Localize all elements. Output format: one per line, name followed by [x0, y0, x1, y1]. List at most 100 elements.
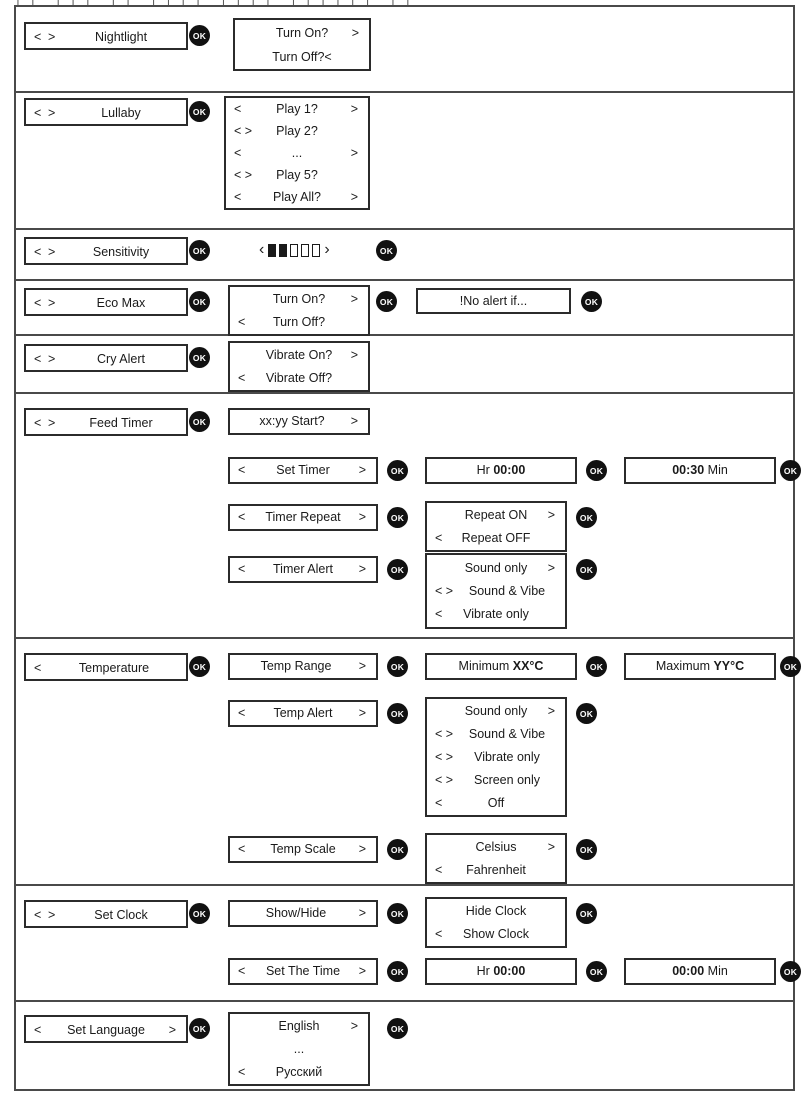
next-arrow[interactable]: >	[351, 25, 359, 40]
next-arrow[interactable]: >	[547, 839, 555, 854]
prev-arrow[interactable]: <	[238, 706, 246, 720]
ok-button[interactable]: OK	[387, 507, 408, 528]
next-arrow[interactable]: >	[547, 507, 555, 522]
option-row[interactable]: Turn On? >	[230, 288, 368, 311]
ok-button[interactable]: OK	[780, 460, 801, 481]
option-row[interactable]: < Vibrate only	[427, 603, 565, 626]
prev-next-arrow[interactable]: < >	[435, 749, 454, 764]
prev-arrow[interactable]: <	[234, 102, 242, 116]
submenu-timer-repeat[interactable]: < Timer Repeat >	[228, 504, 378, 531]
submenu-show-hide[interactable]: Show/Hide >	[228, 900, 378, 927]
prev-arrow[interactable]: <	[34, 661, 42, 675]
ok-button[interactable]: OK	[576, 903, 597, 924]
next-arrow[interactable]: >	[358, 964, 366, 978]
next-arrow[interactable]: >	[358, 659, 366, 673]
next-arrow[interactable]: >	[48, 245, 56, 259]
ok-button[interactable]: OK	[189, 101, 210, 122]
prev-next-arrow[interactable]: < >	[234, 168, 253, 182]
next-arrow[interactable]: >	[48, 296, 56, 310]
submenu-temp-alert[interactable]: < Temp Alert >	[228, 700, 378, 727]
ok-button[interactable]: OK	[189, 656, 210, 677]
prev-arrow[interactable]: <	[34, 1023, 42, 1037]
menu-item-cry-alert[interactable]: < > Cry Alert	[24, 344, 188, 372]
option-row[interactable]: Turn Off?<	[235, 45, 369, 69]
option-row[interactable]: < Vibrate Off?	[230, 367, 368, 390]
options-eco-max[interactable]: Turn On? > < Turn Off?	[228, 285, 370, 336]
ok-button[interactable]: OK	[780, 656, 801, 677]
prev-next-arrow[interactable]: < >	[435, 726, 454, 741]
prev-arrow[interactable]: <	[435, 862, 443, 877]
option-row[interactable]: Vibrate On? >	[230, 344, 368, 367]
set-time-hour-value[interactable]: Hr 00:00	[425, 958, 577, 985]
option-row[interactable]: < Repeat OFF	[427, 527, 565, 550]
ok-button[interactable]: OK	[376, 291, 397, 312]
menu-item-feed-timer[interactable]: < > Feed Timer	[24, 408, 188, 436]
ok-button[interactable]: OK	[586, 460, 607, 481]
prev-arrow[interactable]: ‹	[259, 241, 265, 258]
prev-arrow[interactable]: <	[238, 370, 246, 385]
prev-arrow[interactable]: <	[34, 30, 42, 44]
ok-button[interactable]: OK	[189, 903, 210, 924]
menu-item-sensitivity[interactable]: < > Sensitivity	[24, 237, 188, 265]
ok-button[interactable]: OK	[586, 961, 607, 982]
option-row[interactable]: xx:yy Start? >	[230, 410, 368, 433]
option-row[interactable]: < Off	[427, 792, 565, 815]
options-temp-scale[interactable]: Celsius > < Fahrenheit	[425, 833, 567, 884]
options-lullaby[interactable]: < Play 1? > < > Play 2? < ... > < > Play…	[224, 96, 370, 210]
prev-arrow[interactable]: <	[238, 562, 246, 576]
ok-button[interactable]: OK	[780, 961, 801, 982]
prev-arrow[interactable]: <	[34, 908, 42, 922]
next-arrow[interactable]: ›	[324, 241, 330, 258]
ok-button[interactable]: OK	[189, 1018, 210, 1039]
next-arrow[interactable]: >	[350, 102, 358, 116]
feed-timer-start[interactable]: xx:yy Start? >	[228, 408, 370, 435]
next-arrow[interactable]: >	[48, 30, 56, 44]
option-row[interactable]: Turn On? >	[235, 21, 369, 45]
next-arrow[interactable]: >	[358, 463, 366, 477]
ok-button[interactable]: OK	[189, 25, 210, 46]
prev-arrow[interactable]: <	[238, 842, 246, 856]
option-row[interactable]: < > Sound & Vibe	[427, 723, 565, 746]
prev-arrow[interactable]: <	[34, 416, 42, 430]
ok-button[interactable]: OK	[387, 961, 408, 982]
ok-button[interactable]: OK	[387, 460, 408, 481]
ok-button[interactable]: OK	[387, 703, 408, 724]
option-row[interactable]: < Turn Off?	[230, 311, 368, 334]
option-row[interactable]: < > Screen only	[427, 769, 565, 792]
ok-button[interactable]: OK	[387, 839, 408, 860]
next-arrow[interactable]: >	[358, 706, 366, 720]
ok-button[interactable]: OK	[586, 656, 607, 677]
prev-arrow[interactable]: <	[238, 463, 246, 477]
prev-arrow[interactable]: <	[435, 926, 443, 941]
prev-arrow[interactable]: <	[238, 314, 246, 329]
prev-arrow[interactable]: <	[435, 795, 443, 810]
menu-item-lullaby[interactable]: < > Lullaby	[24, 98, 188, 126]
next-arrow[interactable]: >	[358, 562, 366, 576]
ok-button[interactable]: OK	[576, 559, 597, 580]
menu-item-nightlight[interactable]: < > Nightlight	[24, 22, 188, 50]
prev-arrow[interactable]: <	[34, 106, 42, 120]
option-row[interactable]: < Play 1? >	[226, 98, 368, 120]
options-timer-alert[interactable]: Sound only > < > Sound & Vibe < Vibrate …	[425, 553, 567, 629]
prev-arrow[interactable]: <	[238, 510, 246, 524]
ok-button[interactable]: OK	[376, 240, 397, 261]
set-timer-hour-value[interactable]: Hr 00:00	[425, 457, 577, 484]
option-row[interactable]: < ... >	[226, 142, 368, 164]
option-row[interactable]: < Show Clock	[427, 923, 565, 946]
prev-arrow[interactable]: <	[435, 606, 443, 621]
prev-arrow[interactable]: <	[34, 245, 42, 259]
option-row[interactable]: Repeat ON >	[427, 504, 565, 527]
option-row[interactable]: Sound only >	[427, 557, 565, 580]
temp-minimum-value[interactable]: Minimum XX°C	[425, 653, 577, 680]
options-show-hide-clock[interactable]: Hide Clock < Show Clock	[425, 897, 567, 948]
option-row[interactable]: ...	[230, 1038, 368, 1061]
option-row[interactable]: < > Play 2?	[226, 120, 368, 142]
next-arrow[interactable]: >	[358, 842, 366, 856]
ok-button[interactable]: OK	[387, 559, 408, 580]
ok-button[interactable]: OK	[189, 411, 210, 432]
next-arrow[interactable]: >	[358, 510, 366, 524]
prev-arrow[interactable]: <	[34, 352, 42, 366]
menu-item-set-clock[interactable]: < > Set Clock	[24, 900, 188, 928]
prev-arrow[interactable]: <	[34, 296, 42, 310]
sensitivity-level-icon[interactable]: ‹ ›	[258, 242, 331, 258]
